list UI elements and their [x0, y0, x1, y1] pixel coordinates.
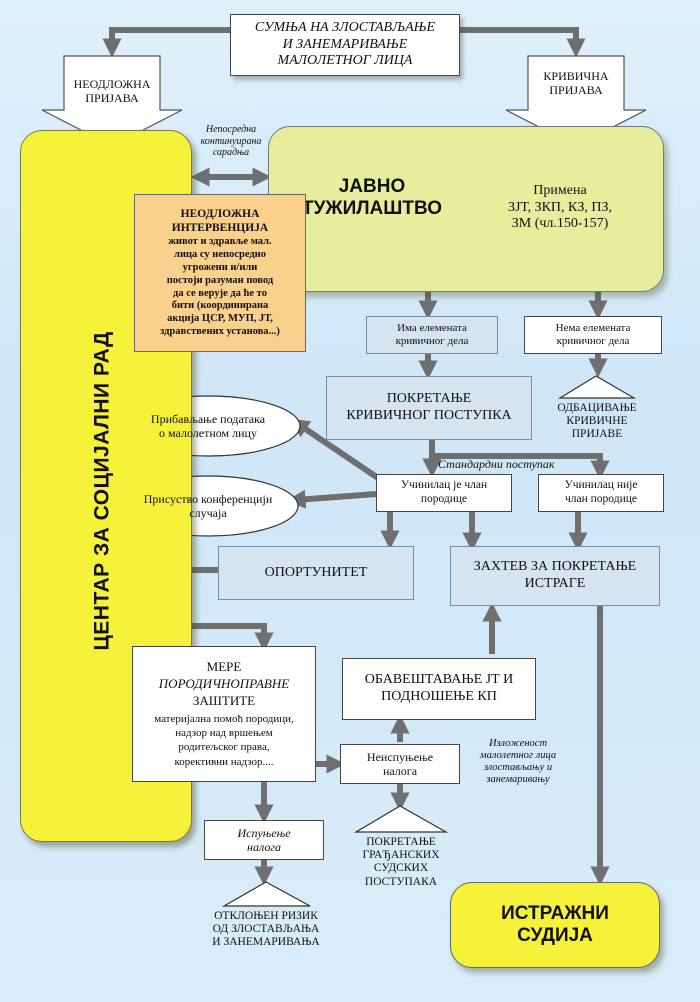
prosecution-title: ЈАВНО ТУЖИЛАШТВО — [301, 175, 443, 219]
arrow-to-data-collection — [290, 418, 380, 481]
non-compliance-box: Неиспуњење налога — [340, 744, 460, 784]
suspicion-box: СУМЊА НА ЗЛОСТАВЉАЊЕ И ЗАНЕМАРИВАЊЕ МАЛО… — [230, 14, 460, 76]
compliance-box: Испуњење налога — [204, 820, 324, 860]
family-measures-box: МЕРЕ ПОРОДИЧНОПРАВНЕ ЗАШТИТЕ материјална… — [132, 646, 316, 782]
intervention-box: НЕОДЛОЖНА ИНТЕРВЕНЦИЈА живот и здравље м… — [134, 194, 306, 352]
standard-procedure-label: Стандардни поступак — [438, 457, 555, 471]
investigating-judge-box: ИСТРАЖНИ СУДИЈА — [450, 882, 660, 968]
suspicion-line-2: И ЗАНЕМАРИВАЊЕ — [282, 36, 408, 52]
data-collection-text: Прибављање података о малолетном лицу — [150, 411, 266, 440]
crime-elements-box: Има елемената кривичног дела — [366, 316, 498, 354]
prosecution-box — [268, 126, 664, 292]
civil-triangle — [353, 805, 449, 833]
intervention-title: НЕОДЛОЖНА ИНТЕРВЕНЦИЈА — [171, 208, 269, 235]
initiation-box: ПОКРЕТАЊЕ КРИВИЧНОГ ПОСТУПКА — [326, 376, 532, 440]
risk-triangle — [221, 881, 311, 907]
perpetrator-family-box: Учинилац је члан породице — [376, 474, 512, 512]
opportunity-box: ОПОРТУНИТЕТ — [218, 546, 414, 600]
suspicion-line-1: СУМЊА НА ЗЛОСТАВЉАЊЕ — [254, 20, 436, 36]
dismissal-label: ОДБАЦИВАЊЕ КРИВИЧНЕ ПРИЈАВЕ — [557, 402, 637, 441]
exposure-label: Изложеност малолетног лица злостављању и… — [479, 738, 557, 786]
no-crime-elements-box: Нема елемената кривичног дела — [524, 316, 662, 354]
arrow-to-conference — [286, 489, 377, 509]
social-center-label: ЦЕНТАР ЗА СОЦИЈАЛНИ РАД — [90, 331, 114, 651]
suspicion-line-3: МАЛОЛЕТНОГ ЛИЦА — [277, 53, 413, 69]
arrow-top-right — [460, 27, 586, 58]
civil-label: ПОКРЕТАЊЕ ГРАЂАНСКИХ СУДСКИХ ПОСТУПАКА — [362, 836, 440, 888]
dismissal-triangle — [557, 375, 637, 399]
notify-box: ОБАВЕШТАВАЊЕ ЈТ И ПОДНОШЕЊЕ КП — [342, 658, 536, 720]
risk-label: ОТКЛОЊЕН РИЗИК ОД ЗЛОСТАВЉАЊА И ЗАНЕМАРИ… — [212, 910, 320, 949]
perpetrator-not-family-box: Учинилац није члан породице — [538, 474, 664, 512]
arrow-initiation-split — [429, 440, 610, 480]
criminal-report-label: КРИВИЧНА ПРИЈАВА — [543, 69, 609, 97]
laws-text: Примена ЗЈТ, ЗКП, КЗ, ПЗ, ЗМ (чл.150-157… — [507, 183, 613, 232]
arrow-top-left — [102, 27, 230, 58]
urgent-report-label: НЕОДЛОЖНА ПРИЈАВА — [73, 77, 151, 105]
urgent-report-arrow — [41, 55, 183, 147]
conference-text: Присуство конференцији случаја — [143, 491, 273, 520]
investigation-request-box: ЗАХТЕВ ЗА ПОКРЕТАЊЕ ИСТРАГЕ — [450, 546, 660, 606]
cooperation-label: Непосредна континуирана сарадња — [200, 124, 262, 158]
